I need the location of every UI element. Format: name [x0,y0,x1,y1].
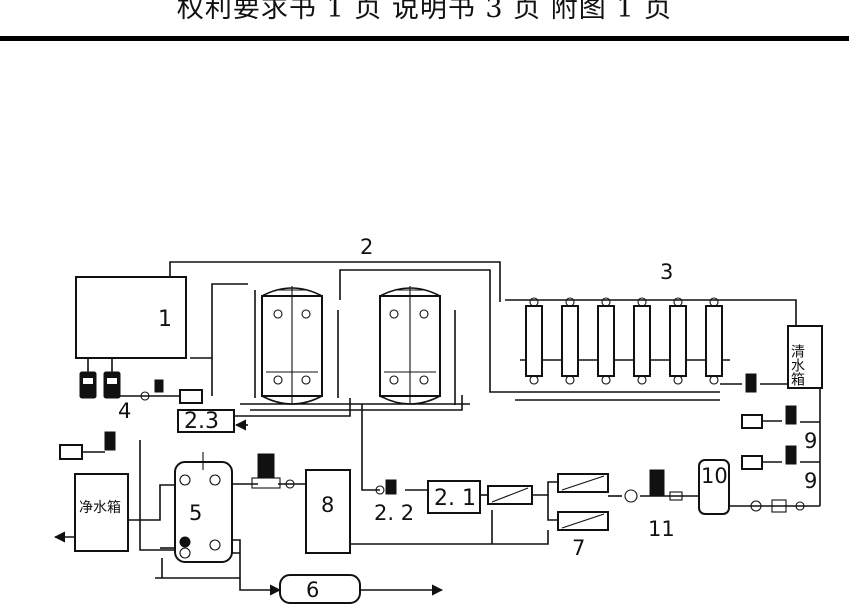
label-unit-1: 1 [158,307,172,332]
page-header: 权利要求书 1 页 说明书 3 页 附图 1 页 [0,0,849,44]
label-unit-2-1: 2. 1 [434,486,476,511]
label-unit-11: 11 [648,517,675,541]
header-rule [0,36,849,41]
column [525,297,543,385]
label-pure-water-tank: 净水箱 [79,500,121,516]
column [633,297,651,385]
label-clear-water-tank: 清水箱 [789,344,805,386]
unit-3-column-bank [505,297,757,401]
unit-2-tank-right [379,286,441,405]
label-unit-6: 6 [306,578,319,602]
label-unit-10: 10 [701,464,728,488]
outlet-valves [750,499,805,513]
unit-9-pumps [741,405,797,470]
unit-10-tank [698,459,730,515]
unit-11-pump [624,469,683,503]
label-unit-9-top: 9 [804,429,817,453]
column [705,297,723,385]
unit-2-tank-left [261,286,323,405]
column [669,297,687,385]
unit-2-3-box [177,409,235,433]
clear-water-tank [787,325,823,389]
label-unit-2-3: 2.3 [184,409,219,434]
label-unit-9-bottom: 9 [804,469,817,493]
label-unit-3: 3 [660,260,673,284]
label-unit-5: 5 [189,501,202,525]
label-unit-2-2: 2. 2 [374,501,414,525]
unit-6-box [279,574,361,604]
column [597,297,615,385]
unit-8-box [305,469,351,554]
label-unit-4: 4 [118,399,131,423]
label-unit-7: 7 [572,536,585,560]
label-unit-8: 8 [321,493,334,517]
membrane-filter [487,485,533,505]
column [561,297,579,385]
label-unit-2: 2 [360,235,373,259]
pure-water-tank [59,431,129,552]
header-page-counts: 权利要求书 1 页 说明书 3 页 附图 1 页 [176,0,673,24]
unit-7-exchanger [557,473,609,531]
unit-5-tank [174,452,295,563]
unit-4-pumps [79,371,203,404]
unit-2-1-box [427,480,481,514]
clear-water-tank-char: 清水箱 [789,344,805,386]
unit-2-2-pump [375,479,397,495]
unit-1-box [75,276,187,359]
